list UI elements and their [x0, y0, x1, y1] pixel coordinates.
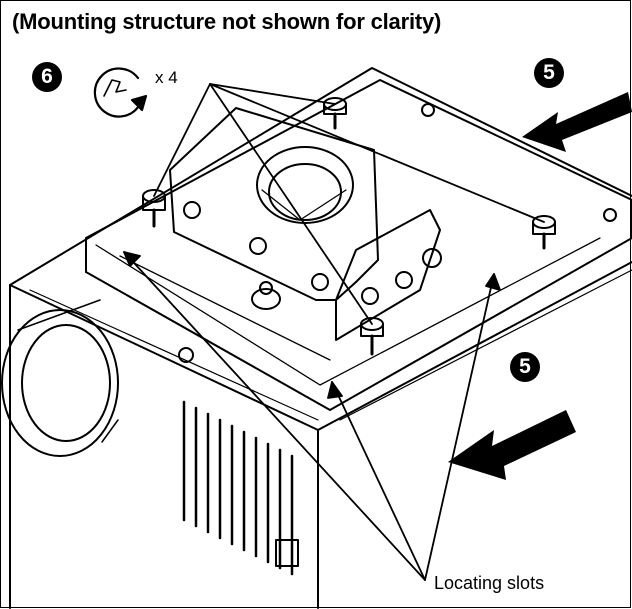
screw-bottom — [360, 317, 384, 356]
push-arrow-icon — [522, 92, 632, 152]
caption: (Mounting structure not shown for clarit… — [12, 9, 442, 34]
projector-vents — [182, 400, 299, 576]
rotate-hand-icon — [93, 67, 148, 118]
slot-leader-lines — [123, 251, 501, 581]
projector-lens — [1, 299, 119, 457]
screw-leader-lines — [153, 83, 545, 325]
screw-left — [142, 189, 166, 228]
screw-quantity: x 4 — [155, 68, 178, 87]
push-arrow-icon — [448, 410, 576, 480]
step-5-badge-side: 5 — [510, 352, 540, 382]
mount-base-plate — [85, 79, 632, 411]
step-5-badge-top: 5 — [534, 58, 564, 88]
locating-slots-label: Locating slots — [434, 573, 545, 593]
step-6-badge: 6 — [32, 62, 62, 92]
projector-body — [9, 67, 632, 609]
mount-bracket — [169, 107, 442, 341]
screw-top — [323, 97, 347, 130]
screw-right — [532, 215, 556, 250]
